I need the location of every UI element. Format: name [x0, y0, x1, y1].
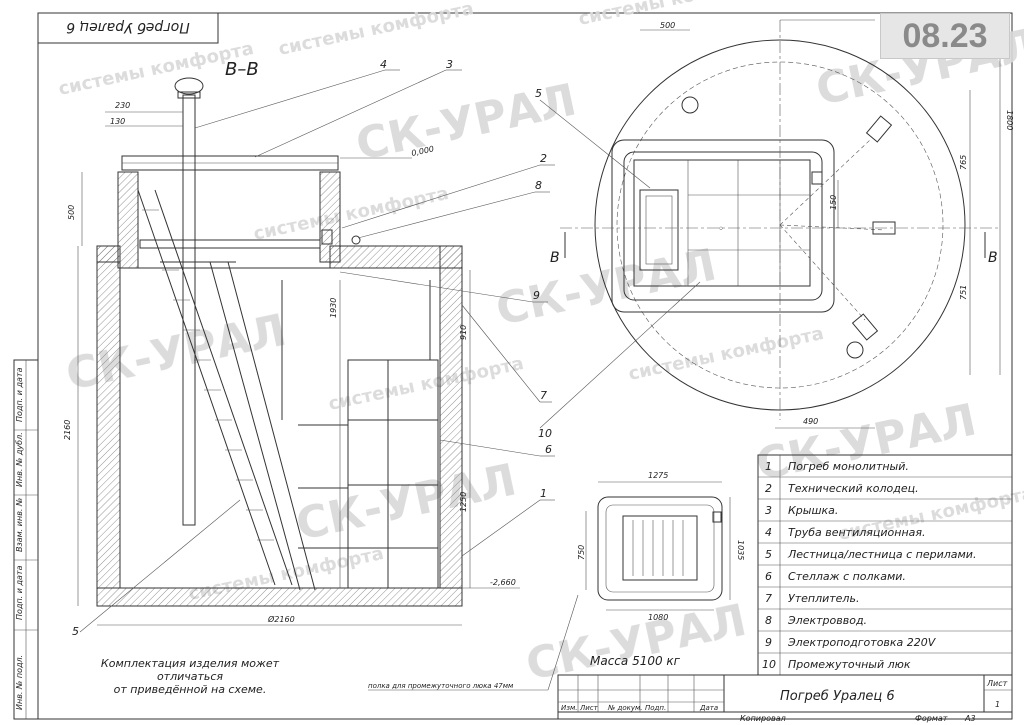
svg-text:Копировал: Копировал [740, 714, 786, 723]
svg-text:Подп.: Подп. [645, 704, 666, 712]
svg-text:Взам. инв. №: Взам. инв. № [15, 498, 24, 552]
svg-text:1275: 1275 [648, 471, 668, 480]
svg-text:1: 1 [995, 700, 1000, 709]
svg-text:765: 765 [959, 155, 968, 170]
svg-text:9: 9 [765, 636, 772, 649]
hatch-detail: 1275 1080 750 1035 [577, 471, 745, 622]
side-stamps: Инв. № подл. Подп. и дата Взам. инв. № И… [13, 359, 39, 720]
legend-table: 1 Погреб монолитный. 2 Технический колодец… [757, 454, 1013, 676]
svg-text:◦: ◦ [718, 224, 724, 235]
svg-text:Подп. и дата: Подп. и дата [15, 565, 24, 620]
svg-text:3: 3 [446, 58, 453, 71]
svg-text:Крышка.: Крышка. [788, 504, 838, 517]
svg-text:СК-УРАЛ: СК-УРАЛ [292, 454, 521, 550]
svg-text:500: 500 [660, 21, 675, 30]
svg-text:Ø2160: Ø2160 [267, 614, 295, 624]
svg-text:системы комфорта: системы комфорта [577, 0, 776, 30]
svg-text:системы комфорта: системы комфорта [252, 183, 451, 245]
svg-text:Изм.: Изм. [561, 704, 577, 712]
svg-text:490: 490 [803, 417, 818, 426]
svg-text:10: 10 [538, 427, 552, 440]
svg-text:Электроввод.: Электроввод. [787, 614, 867, 627]
svg-text:500: 500 [67, 205, 76, 220]
svg-text:6: 6 [765, 570, 772, 583]
svg-text:910: 910 [459, 325, 468, 340]
svg-text:Лист: Лист [579, 704, 599, 712]
svg-text:Подп. и дата: Подп. и дата [15, 367, 24, 422]
svg-text:системы комфорта: системы комфорта [627, 323, 826, 385]
svg-text:Электроподготовка 220V: Электроподготовка 220V [787, 636, 937, 649]
svg-text:Труба вентиляционная.: Труба вентиляционная. [788, 526, 925, 539]
svg-text:4: 4 [765, 526, 772, 539]
svg-text:Лист: Лист [986, 679, 1008, 688]
section-view: В–В [63, 58, 555, 638]
svg-text:системы комфорта: системы комфорта [327, 353, 526, 415]
svg-text:3: 3 [765, 504, 772, 517]
svg-text:1: 1 [765, 460, 772, 473]
notes: Комплектация изделия может отличаться от… [101, 594, 681, 696]
svg-text:системы комфорта: системы комфорта [277, 0, 476, 60]
svg-text:4: 4 [380, 58, 387, 71]
svg-text:Инв. № дубл.: Инв. № дубл. [15, 432, 24, 487]
svg-text:5: 5 [765, 548, 772, 561]
svg-text:Погреб Уралец 6: Погреб Уралец 6 [780, 689, 895, 704]
svg-text:В: В [988, 250, 998, 266]
svg-text:230: 230 [115, 101, 130, 110]
svg-text:полка для промежуточного люка: полка для промежуточного люка 47мм [368, 682, 514, 690]
svg-text:Масса 5100 кг: Масса 5100 кг [590, 654, 681, 668]
svg-text:6: 6 [545, 443, 552, 456]
svg-text:150: 150 [829, 195, 838, 210]
svg-text:Лестница/лестница с перилами.: Лестница/лестница с перилами. [787, 548, 976, 561]
svg-text:Дата: Дата [699, 704, 718, 712]
svg-text:СК-УРАЛ: СК-УРАЛ [62, 304, 291, 400]
svg-text:1250: 1250 [459, 492, 468, 512]
version-badge: 08.23 [880, 13, 1010, 59]
svg-text:№ докум.: № докум. [607, 704, 643, 712]
svg-text:1930: 1930 [329, 298, 338, 318]
svg-text:8: 8 [535, 179, 542, 192]
top-stamp-box [37, 12, 219, 44]
svg-text:Погреб монолитный.: Погреб монолитный. [788, 460, 909, 473]
plan-view: ◦ В В 500 1040 [535, 19, 1014, 440]
svg-text:130: 130 [110, 117, 125, 126]
svg-text:1: 1 [540, 487, 547, 500]
svg-text:Промежуточный люк: Промежуточный люк [788, 658, 911, 671]
svg-text:Стеллаж с полками.: Стеллаж с полками. [788, 570, 906, 583]
svg-text:Технический колодец.: Технический колодец. [788, 482, 919, 495]
title-block: Изм. Лист № докум. Подп. Дата Погреб Ура… [557, 674, 1013, 723]
svg-text:СК-УРАЛ: СК-УРАЛ [752, 394, 981, 490]
section-label: В–В [225, 59, 259, 80]
svg-text:2: 2 [765, 482, 772, 495]
svg-text:7: 7 [540, 389, 547, 402]
svg-text:1080: 1080 [648, 613, 668, 622]
svg-text:от приведённой на схеме.: от приведённой на схеме. [114, 683, 267, 696]
svg-text:9: 9 [533, 289, 540, 302]
svg-text:В: В [550, 250, 560, 266]
svg-text:10: 10 [762, 658, 776, 671]
svg-text:-2,660: -2,660 [490, 578, 516, 587]
svg-text:Утеплитель.: Утеплитель. [788, 592, 859, 605]
svg-text:750: 750 [577, 545, 586, 560]
svg-text:Инв. № подл.: Инв. № подл. [15, 655, 24, 710]
svg-text:5: 5 [72, 625, 79, 638]
svg-text:Комплектация изделия может: Комплектация изделия может [101, 657, 280, 670]
svg-text:2: 2 [540, 152, 547, 165]
top-stamp-text: Погреб Уралец 6 [66, 19, 190, 35]
svg-text:8: 8 [765, 614, 772, 627]
svg-text:отличаться: отличаться [157, 670, 223, 683]
svg-text:7: 7 [765, 592, 772, 605]
svg-text:1800: 1800 [1005, 110, 1014, 130]
svg-text:Формат: Формат [915, 714, 948, 723]
svg-text:751: 751 [959, 285, 968, 300]
svg-text:2160: 2160 [63, 420, 72, 440]
svg-text:А3: А3 [964, 714, 976, 723]
svg-text:1035: 1035 [736, 540, 745, 560]
svg-text:5: 5 [535, 87, 542, 100]
svg-text:СК-УРАЛ: СК-УРАЛ [522, 594, 751, 690]
